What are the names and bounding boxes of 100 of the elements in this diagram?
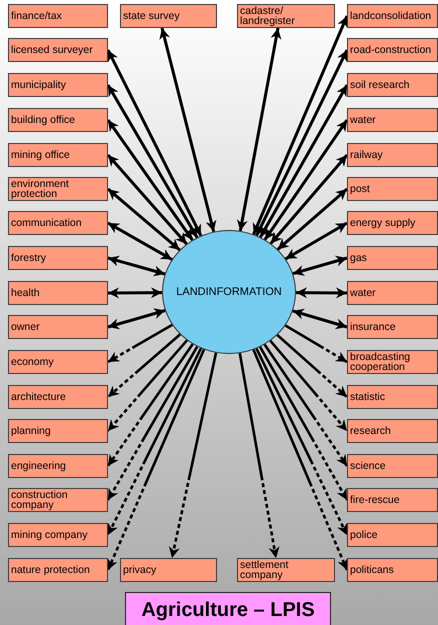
- arrow: [107, 188, 181, 252]
- node-label: water: [350, 114, 376, 126]
- node-label: licensed surveyer: [11, 44, 93, 56]
- organization-box: [347, 315, 438, 339]
- node-label: finance/tax: [11, 10, 62, 22]
- organization-box: [347, 108, 438, 132]
- arrow: [106, 119, 194, 241]
- node-label: water: [350, 288, 376, 298]
- organization-box: [120, 558, 217, 582]
- node-label: owner: [11, 322, 40, 332]
- organization-box: [347, 4, 438, 28]
- arrow: [107, 324, 173, 364]
- node-label: nature protection: [11, 564, 90, 576]
- organization-box: [8, 350, 108, 374]
- organization-box: [8, 523, 108, 547]
- node-label: municipality: [11, 80, 66, 90]
- arrow: [284, 222, 348, 260]
- arrow: [106, 49, 202, 236]
- organization-box: [8, 211, 108, 235]
- node-label: statistic: [350, 392, 386, 402]
- node-label: research: [350, 426, 391, 436]
- node-label: engineering: [11, 460, 66, 472]
- node-label: communication: [11, 218, 82, 228]
- node-label: post: [350, 184, 370, 194]
- node-label: economy: [11, 356, 54, 368]
- node-label: settlement company: [240, 560, 290, 580]
- arrow: [108, 308, 166, 330]
- node-label: construction company: [11, 490, 69, 510]
- central-ellipse: [162, 230, 296, 354]
- node-label: broadcasting cooperation: [350, 352, 412, 372]
- node-label: railway: [350, 150, 383, 160]
- arrow: [276, 334, 348, 398]
- organization-box: [347, 177, 438, 201]
- node-label: soil research: [350, 80, 410, 90]
- node-label: landconsolidation: [350, 10, 432, 22]
- node-label: LANDINFORMATION: [176, 284, 282, 300]
- arrow: [106, 348, 202, 536]
- organization-box: [8, 281, 108, 305]
- organization-box: [347, 385, 438, 409]
- arrow: [255, 49, 348, 236]
- arrow: [284, 324, 348, 364]
- organization-box: [8, 38, 108, 62]
- organization-box: [120, 4, 217, 28]
- node-label: fire-rescue: [350, 494, 400, 506]
- arrow: [276, 188, 348, 251]
- arrow: [168, 352, 218, 558]
- node-label: energy supply: [350, 218, 416, 228]
- arrow: [296, 287, 348, 298]
- organization-box: [347, 488, 438, 512]
- organization-box: [347, 419, 438, 443]
- organization-box: [347, 350, 438, 374]
- arrow: [106, 346, 198, 501]
- arrow: [264, 119, 348, 241]
- organization-box: [8, 488, 108, 512]
- arrow: [106, 84, 198, 238]
- organization-box: [347, 38, 438, 62]
- node-label: mining office: [11, 150, 70, 160]
- organization-box: [8, 246, 108, 270]
- organization-box: [237, 4, 335, 28]
- organization-box: [8, 385, 108, 409]
- node-label: road-construction: [350, 44, 432, 56]
- organization-box: [347, 211, 438, 235]
- arrow: [106, 348, 206, 571]
- organization-box: [8, 454, 108, 478]
- arrow: [269, 340, 348, 432]
- node-label: health: [11, 288, 40, 298]
- arrow: [238, 352, 280, 558]
- arrow: [106, 343, 194, 467]
- arrow: [292, 308, 348, 330]
- arrow: [159, 28, 216, 232]
- organization-box: [237, 558, 335, 582]
- node-label: cadastre/ landregister: [240, 6, 296, 26]
- organization-box: [8, 73, 108, 97]
- organization-box: [347, 73, 438, 97]
- node-label: insurance: [350, 322, 396, 332]
- arrow: [255, 348, 348, 536]
- organization-box: [347, 558, 438, 582]
- node-label: gas: [350, 252, 367, 264]
- organization-box: [8, 4, 108, 28]
- node-label: privacy: [123, 564, 156, 576]
- node-label: environment protection: [11, 178, 70, 200]
- arrow: [258, 346, 348, 501]
- organization-box: [8, 419, 108, 443]
- arrow: [236, 28, 282, 232]
- node-label: state survey: [123, 10, 180, 22]
- node-label: building office: [11, 114, 76, 126]
- arrow: [264, 344, 348, 467]
- arrow: [107, 339, 188, 432]
- organization-box: [347, 523, 438, 547]
- arrow: [107, 222, 173, 261]
- organization-box: [347, 143, 438, 167]
- organization-box: [347, 281, 438, 305]
- node-label: police: [350, 530, 378, 540]
- arrow: [259, 84, 348, 238]
- organization-box: [8, 108, 108, 132]
- organization-box: [8, 177, 108, 201]
- arrow: [106, 154, 188, 245]
- organization-box: [347, 454, 438, 478]
- node-label: planning: [11, 426, 51, 436]
- node-label: architecture: [11, 392, 66, 402]
